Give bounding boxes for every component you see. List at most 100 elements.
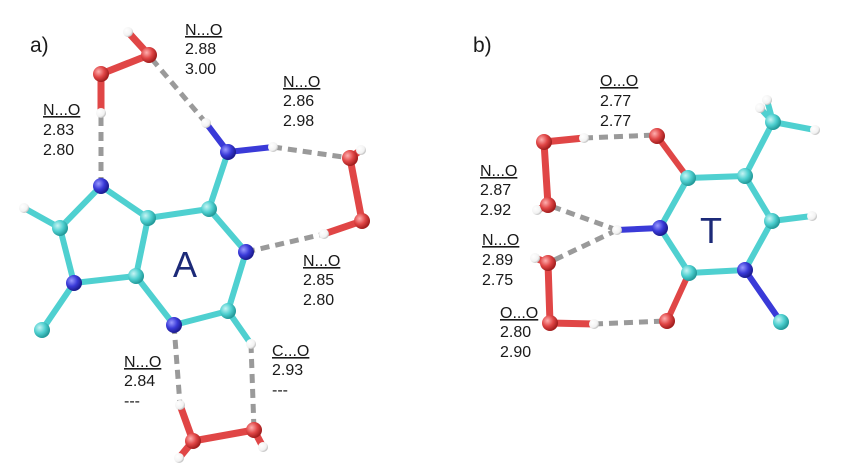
annotation-b2: N...O 2.89 2.75 xyxy=(482,232,519,289)
distance-value: 2.83 xyxy=(43,122,74,139)
hydrogen-atom xyxy=(268,142,278,152)
oxygen-atom xyxy=(649,128,665,144)
annotation-a4: N...O 2.84 --- xyxy=(124,354,161,410)
hbond-o4-water xyxy=(583,132,657,141)
hydrogen-atom xyxy=(96,108,106,118)
carbon-atom xyxy=(52,220,68,236)
oxygen-atom xyxy=(354,213,370,229)
carbon-atom xyxy=(128,268,144,284)
distance-value: 2.90 xyxy=(500,344,531,361)
hydrogen-atom xyxy=(201,118,211,128)
panel-b-label: b) xyxy=(473,34,492,57)
panel-b: b) xyxy=(473,34,820,361)
nitrogen-atom xyxy=(652,220,668,236)
oxygen-atom xyxy=(141,47,157,63)
annotation-a5: C...O 2.93 --- xyxy=(272,343,309,399)
hydrogen-atom xyxy=(356,145,366,155)
carbon-atom xyxy=(765,114,781,130)
oxygen-atom xyxy=(93,66,109,82)
carbon-atom xyxy=(201,201,217,217)
oxygen-atom xyxy=(540,255,556,271)
distance-value: 2.77 xyxy=(600,113,631,130)
hydrogen-atom xyxy=(807,211,817,221)
nitrogen-atom xyxy=(238,244,254,260)
hbond-c2-water xyxy=(248,343,257,431)
base-label-adenine: A xyxy=(173,244,197,285)
oxygen-atom xyxy=(246,422,262,438)
hydrogen-atom xyxy=(258,442,268,452)
atoms-b xyxy=(530,95,820,331)
hbond-n3h-water-upper xyxy=(547,202,618,233)
hydrogen-atom xyxy=(123,27,133,37)
pair-label: N...O xyxy=(480,163,517,180)
pair-label: N...O xyxy=(482,232,519,249)
hydrogen-atom xyxy=(532,205,542,215)
pair-label: O...O xyxy=(600,73,638,90)
carbon-atom xyxy=(764,213,780,229)
distance-value: --- xyxy=(272,382,288,399)
panel-a-label: a) xyxy=(30,34,49,57)
distance-value: 2.86 xyxy=(283,93,314,110)
pair-label: N...O xyxy=(124,354,161,371)
oxygen-atom xyxy=(342,150,358,166)
carbon-atom xyxy=(140,210,156,226)
distance-value: 2.85 xyxy=(303,272,334,289)
hbond-o2-water xyxy=(593,318,668,327)
hydrogen-atom xyxy=(810,125,820,135)
hydrogen-atom xyxy=(755,103,765,113)
annotation-b3: O...O 2.80 2.90 xyxy=(500,305,538,361)
distance-value: 2.93 xyxy=(272,362,303,379)
atoms-a xyxy=(19,27,370,463)
carbon-atom xyxy=(773,314,789,330)
hbond-nh2-water-right xyxy=(272,144,351,161)
nitrogen-atom xyxy=(166,317,182,333)
oxygen-atom xyxy=(542,315,558,331)
oxygen-atom xyxy=(540,197,556,213)
hydrogen-atom xyxy=(762,95,772,105)
distance-value: 2.87 xyxy=(480,182,511,199)
oxygen-atom xyxy=(536,134,552,150)
hbond-n3h-water-lower xyxy=(546,227,619,266)
hbond-n3-water xyxy=(171,324,183,406)
carbon-atom xyxy=(737,168,753,184)
hydrogen-atom xyxy=(174,453,184,463)
hydrogen-atom xyxy=(246,339,256,349)
distance-value: 2.98 xyxy=(283,113,314,130)
annotation-a1: N...O 2.83 2.80 xyxy=(43,102,80,159)
nitrogen-atom xyxy=(93,178,109,194)
annotation-b0: O...O 2.77 2.77 xyxy=(600,73,638,130)
base-label-thymine: T xyxy=(700,210,722,251)
distance-value: 2.84 xyxy=(124,373,155,390)
annotation-a0: N...O 2.88 3.00 xyxy=(185,22,222,78)
panel-a: a) xyxy=(19,22,370,463)
carbon-atom xyxy=(220,303,236,319)
hydrogen-atom xyxy=(589,319,599,329)
hydrogen-atom xyxy=(579,133,589,143)
oxygen-atom xyxy=(659,313,675,329)
carbon-atom xyxy=(34,322,50,338)
carbon-atom xyxy=(680,170,696,186)
hbond-n1-water xyxy=(245,231,325,255)
distance-value: 2.89 xyxy=(482,252,513,269)
hydrogen-atom xyxy=(319,229,329,239)
distance-value: 3.00 xyxy=(185,61,216,78)
distance-value: 2.80 xyxy=(303,292,334,309)
pair-label: N...O xyxy=(43,102,80,119)
oxygen-atom xyxy=(185,433,201,449)
distance-value: 2.80 xyxy=(500,324,531,341)
bonds-b xyxy=(531,97,818,328)
annotation-a3: N...O 2.85 2.80 xyxy=(303,253,340,309)
pair-label: N...O xyxy=(185,22,222,39)
pair-label: O...O xyxy=(500,305,538,322)
hydrogen-atom xyxy=(530,253,540,263)
pair-label: N...O xyxy=(283,74,320,91)
nitrogen-atom xyxy=(66,275,82,291)
pair-label: C...O xyxy=(272,343,309,360)
nitrogen-atom xyxy=(220,144,236,160)
hbonds-b xyxy=(546,132,668,327)
hydrogen-atom xyxy=(612,225,622,235)
hydrogen-atom xyxy=(175,400,185,410)
pair-label: N...O xyxy=(303,253,340,270)
hydrogen-atom xyxy=(19,203,29,213)
carbon-atom xyxy=(681,265,697,281)
